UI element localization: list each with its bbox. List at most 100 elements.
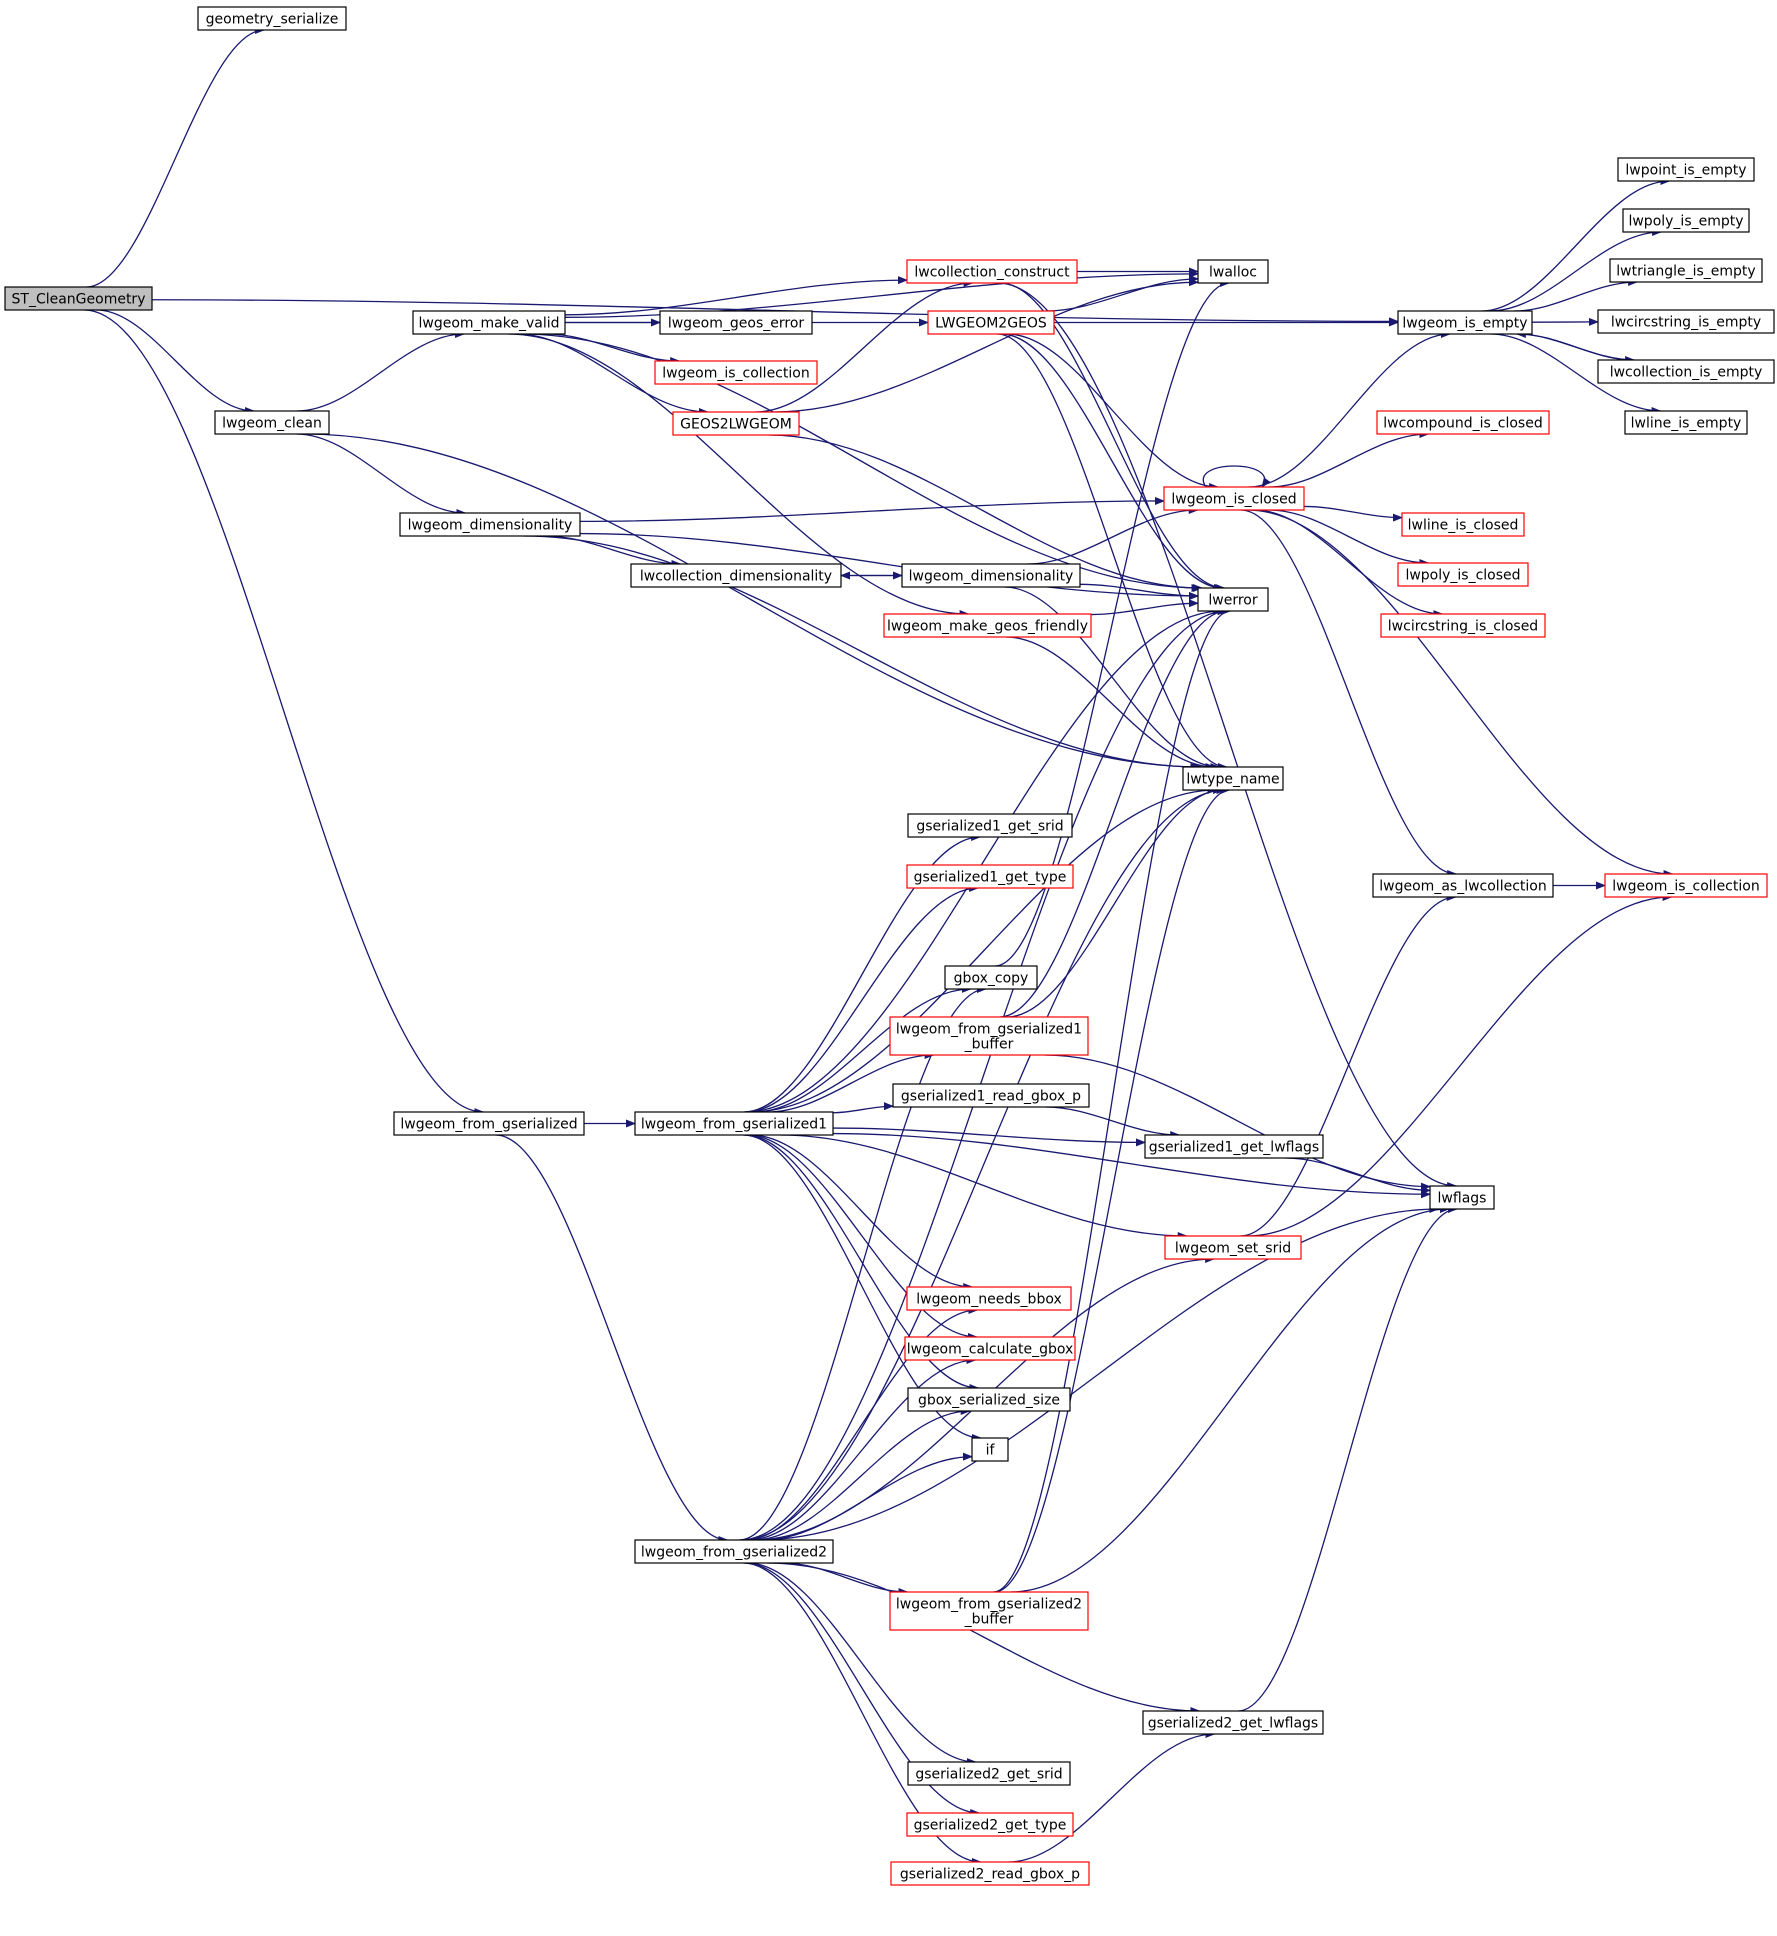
node-box[interactable] bbox=[214, 410, 330, 435]
node-box[interactable] bbox=[907, 1387, 1071, 1412]
node-box[interactable] bbox=[1163, 486, 1305, 511]
node-lwgeom_is_collection_a[interactable]: lwgeom_is_collection bbox=[654, 360, 818, 385]
node-box[interactable] bbox=[901, 563, 1081, 588]
node-box[interactable] bbox=[1597, 359, 1775, 384]
node-lwgeom_is_collection_b[interactable]: lwgeom_is_collection bbox=[1604, 873, 1768, 898]
node-lwflags[interactable]: lwflags bbox=[1429, 1185, 1495, 1210]
node-lwgeom_from_gserialized1[interactable]: lwgeom_from_gserialized1 bbox=[634, 1111, 834, 1136]
node-box[interactable] bbox=[659, 310, 813, 335]
node-lwcompound_is_closed[interactable]: lwcompound_is_closed bbox=[1376, 410, 1550, 435]
node-lwpoly_is_empty[interactable]: lwpoly_is_empty bbox=[1622, 208, 1750, 233]
node-box[interactable] bbox=[672, 411, 800, 436]
node-if[interactable]: if bbox=[971, 1437, 1009, 1462]
node-lwgeom_is_empty[interactable]: lwgeom_is_empty bbox=[1397, 310, 1533, 335]
node-lwcollection_is_empty[interactable]: lwcollection_is_empty bbox=[1597, 359, 1775, 384]
node-box[interactable] bbox=[634, 1539, 834, 1564]
node-box[interactable] bbox=[890, 1861, 1090, 1886]
node-box[interactable] bbox=[1182, 766, 1284, 791]
node-gserialized2_read_gbox_p[interactable]: gserialized2_read_gbox_p bbox=[890, 1861, 1090, 1886]
node-box[interactable] bbox=[971, 1437, 1009, 1462]
node-lwgeom_needs_bbox[interactable]: lwgeom_needs_bbox bbox=[906, 1286, 1072, 1311]
node-lwcircstring_is_closed[interactable]: lwcircstring_is_closed bbox=[1380, 613, 1546, 638]
node-lwgeom_set_srid[interactable]: lwgeom_set_srid bbox=[1164, 1235, 1302, 1260]
node-ST_CleanGeometry[interactable]: ST_CleanGeometry bbox=[4, 286, 153, 311]
node-lwgeom_make_valid[interactable]: lwgeom_make_valid bbox=[412, 310, 566, 335]
node-lwtype_name[interactable]: lwtype_name bbox=[1182, 766, 1284, 791]
node-box[interactable] bbox=[1622, 208, 1750, 233]
node-gbox_copy[interactable]: gbox_copy bbox=[944, 965, 1038, 990]
node-gserialized1_get_type[interactable]: gserialized1_get_type bbox=[906, 864, 1074, 889]
node-box[interactable] bbox=[1380, 613, 1546, 638]
node-box[interactable] bbox=[1609, 258, 1763, 283]
node-lwalloc[interactable]: lwalloc bbox=[1197, 259, 1269, 284]
node-box[interactable] bbox=[1197, 259, 1269, 284]
node-gserialized1_read_gbox_p[interactable]: gserialized1_read_gbox_p bbox=[892, 1083, 1090, 1108]
node-GEOS2LWGEOM[interactable]: GEOS2LWGEOM bbox=[672, 411, 800, 436]
node-box[interactable] bbox=[1401, 512, 1525, 537]
node-box[interactable] bbox=[1372, 873, 1554, 898]
node-lwgeom_as_lwcollection[interactable]: lwgeom_as_lwcollection bbox=[1372, 873, 1554, 898]
node-box[interactable] bbox=[883, 613, 1092, 638]
node-box[interactable] bbox=[1597, 309, 1775, 334]
node-lwline_is_empty[interactable]: lwline_is_empty bbox=[1624, 410, 1748, 435]
node-box[interactable] bbox=[1144, 1134, 1324, 1159]
node-box[interactable] bbox=[904, 1336, 1076, 1361]
node-gbox_serialized_size[interactable]: gbox_serialized_size bbox=[907, 1387, 1071, 1412]
node-lwline_is_closed[interactable]: lwline_is_closed bbox=[1401, 512, 1525, 537]
node-lwgeom_geos_error[interactable]: lwgeom_geos_error bbox=[659, 310, 813, 335]
node-lwcollection_construct[interactable]: lwcollection_construct bbox=[906, 259, 1078, 284]
node-lwpoly_is_closed[interactable]: lwpoly_is_closed bbox=[1397, 562, 1529, 587]
node-geometry_serialize[interactable]: geometry_serialize bbox=[197, 6, 347, 31]
node-box[interactable] bbox=[654, 360, 818, 385]
node-box[interactable] bbox=[1376, 410, 1550, 435]
node-box[interactable] bbox=[906, 1286, 1072, 1311]
node-lwgeom_dimensionality[interactable]: lwgeom_dimensionality bbox=[399, 512, 581, 537]
node-box[interactable] bbox=[393, 1111, 585, 1136]
node-box[interactable] bbox=[907, 813, 1073, 838]
node-box[interactable] bbox=[634, 1111, 834, 1136]
node-box[interactable] bbox=[1604, 873, 1768, 898]
node-box[interactable] bbox=[906, 1812, 1074, 1837]
node-box[interactable] bbox=[4, 286, 153, 311]
node-box[interactable] bbox=[1197, 587, 1269, 612]
node-box[interactable] bbox=[399, 512, 581, 537]
node-gserialized2_get_lwflags[interactable]: gserialized2_get_lwflags bbox=[1142, 1710, 1324, 1735]
node-box[interactable] bbox=[1397, 562, 1529, 587]
node-lwgeom_calculate_gbox[interactable]: lwgeom_calculate_gbox bbox=[904, 1336, 1076, 1361]
node-lwgeom_from_gserialized2[interactable]: lwgeom_from_gserialized2 bbox=[634, 1539, 834, 1564]
node-box[interactable] bbox=[1397, 310, 1533, 335]
node-box[interactable] bbox=[889, 1591, 1089, 1631]
node-box[interactable] bbox=[1617, 157, 1755, 182]
node-lwgeom_make_geos_friendly[interactable]: lwgeom_make_geos_friendly bbox=[883, 613, 1092, 638]
node-lwerror[interactable]: lwerror bbox=[1197, 587, 1269, 612]
node-box[interactable] bbox=[412, 310, 566, 335]
node-box[interactable] bbox=[907, 1761, 1071, 1786]
node-box[interactable] bbox=[927, 310, 1055, 335]
node-lwgeom_dimensionality2[interactable]: lwgeom_dimensionality bbox=[901, 563, 1081, 588]
node-gserialized2_get_type[interactable]: gserialized2_get_type bbox=[906, 1812, 1074, 1837]
node-box[interactable] bbox=[1429, 1185, 1495, 1210]
node-box[interactable] bbox=[944, 965, 1038, 990]
node-box[interactable] bbox=[892, 1083, 1090, 1108]
node-box[interactable] bbox=[1142, 1710, 1324, 1735]
node-gserialized1_get_lwflags[interactable]: gserialized1_get_lwflags bbox=[1144, 1134, 1324, 1159]
node-lwcollection_dimensionality[interactable]: lwcollection_dimensionality bbox=[630, 563, 842, 588]
node-lwgeom_from_gserialized2_buffer[interactable]: lwgeom_from_gserialized2_buffer bbox=[889, 1591, 1089, 1631]
node-box[interactable] bbox=[1624, 410, 1748, 435]
node-lwgeom_is_closed[interactable]: lwgeom_is_closed bbox=[1163, 486, 1305, 511]
node-gserialized1_get_srid[interactable]: gserialized1_get_srid bbox=[907, 813, 1073, 838]
node-lwtriangle_is_empty[interactable]: lwtriangle_is_empty bbox=[1609, 258, 1763, 283]
node-lwcircstring_is_empty[interactable]: lwcircstring_is_empty bbox=[1597, 309, 1775, 334]
node-gserialized2_get_srid[interactable]: gserialized2_get_srid bbox=[907, 1761, 1071, 1786]
node-lwgeom_from_gserialized[interactable]: lwgeom_from_gserialized bbox=[393, 1111, 585, 1136]
node-lwgeom_clean[interactable]: lwgeom_clean bbox=[214, 410, 330, 435]
node-lwpoint_is_empty[interactable]: lwpoint_is_empty bbox=[1617, 157, 1755, 182]
node-box[interactable] bbox=[906, 864, 1074, 889]
node-lwgeom_from_gserialized1_buffer[interactable]: lwgeom_from_gserialized1_buffer bbox=[889, 1016, 1089, 1056]
node-box[interactable] bbox=[889, 1016, 1089, 1056]
node-box[interactable] bbox=[630, 563, 842, 588]
node-box[interactable] bbox=[1164, 1235, 1302, 1260]
node-box[interactable] bbox=[906, 259, 1078, 284]
node-LWGEOM2GEOS[interactable]: LWGEOM2GEOS bbox=[927, 310, 1055, 335]
node-box[interactable] bbox=[197, 6, 347, 31]
